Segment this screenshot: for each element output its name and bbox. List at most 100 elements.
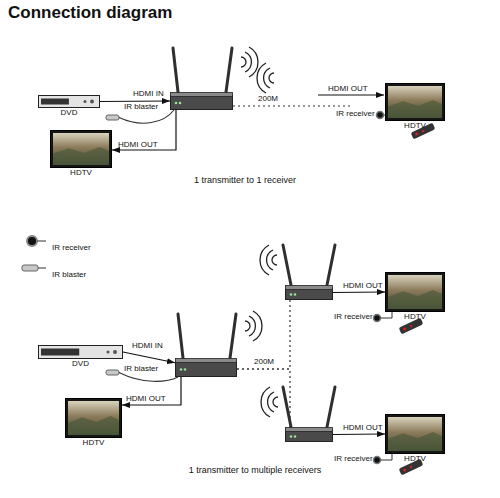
legend-text: IR blaster: [52, 270, 86, 279]
tv-screen: [388, 417, 442, 451]
status-light: [290, 293, 293, 296]
hdtv: HDTV: [50, 130, 112, 168]
screen-scene: [388, 432, 442, 451]
device-label: HDTV: [404, 122, 426, 131]
transmitter: [175, 358, 237, 377]
range-line: [233, 105, 352, 106]
screen-scene: [68, 416, 119, 435]
antenna: [178, 314, 183, 358]
tv-frame: [386, 84, 445, 121]
unit-top: [286, 286, 333, 290]
remote-button: [409, 465, 412, 468]
ir-receiver-eye: [374, 457, 381, 464]
remote-button: [409, 324, 412, 327]
transmitter-shape: [175, 358, 237, 377]
disc-tray: [41, 99, 69, 105]
hdtv: HDTV: [385, 83, 445, 121]
connection-label: HDMI OUT: [126, 395, 166, 404]
dvd-body: [39, 346, 123, 359]
wave-arc: [272, 255, 277, 265]
legend-ir-receiver-icon: [27, 236, 37, 246]
remote-button: [403, 327, 407, 331]
device-caption: HDTV: [404, 312, 426, 322]
cable-label: IR blaster: [124, 103, 158, 112]
signal-waves: [260, 245, 277, 275]
unit-top: [171, 93, 233, 97]
connection-label: HDMI OUT: [343, 424, 383, 433]
sensor-label: IR receiver: [334, 455, 373, 464]
dvd-player-shape: [38, 345, 123, 359]
hdmi-cable: [333, 433, 385, 435]
antenna: [327, 245, 335, 285]
tv-frame: [386, 273, 445, 312]
legend-item: IR blaster: [52, 263, 86, 281]
device-label: DVD: [72, 360, 89, 369]
antenna: [327, 387, 335, 427]
device-label: HDTV: [70, 169, 92, 178]
connection-label: 200M: [254, 358, 274, 367]
device-label: HDTV: [404, 455, 426, 464]
screen-scene: [53, 147, 109, 165]
hdmi-arrow: [318, 94, 384, 95]
receiver: [285, 285, 333, 300]
legend-ir-blaster-icon: [22, 265, 38, 271]
wireless-link: [237, 369, 290, 427]
wave-arc: [245, 321, 250, 331]
ir-blaster-cable: [119, 373, 178, 382]
wave-arc: [260, 245, 269, 275]
legend-icon-cable: [38, 267, 46, 268]
wave-arc: [267, 250, 273, 270]
ir-receiver-eye: [377, 112, 384, 119]
hdtv-shape: [65, 398, 122, 438]
hdtv-shape: [385, 83, 445, 121]
wave-arc: [253, 311, 262, 341]
unit-top: [176, 359, 237, 363]
screen-scene: [388, 290, 442, 309]
device-caption: HDTV: [83, 438, 105, 448]
tv-screen: [68, 401, 119, 435]
hdtv-shape: [385, 414, 445, 454]
device-caption: HDTV: [404, 121, 426, 131]
disc-tray: [41, 349, 79, 356]
signal-waves: [241, 47, 258, 77]
tv-frame: [386, 415, 445, 454]
wave-arc: [273, 397, 278, 407]
signal-waves: [257, 63, 274, 93]
wave-arc: [264, 68, 270, 88]
dvd-button: [107, 351, 110, 354]
dvd-player: DVD: [38, 345, 123, 359]
device-label: DVD: [61, 109, 78, 118]
unit-body: [176, 361, 237, 377]
wave-arc: [257, 63, 266, 93]
dvd-button: [113, 350, 117, 354]
hdmi-cable: [100, 100, 170, 102]
connection-label: HDMI OUT: [118, 141, 158, 150]
wave-arc: [241, 57, 246, 67]
tv-screen: [388, 86, 442, 118]
receiver: [285, 427, 333, 442]
status-light: [180, 368, 183, 371]
ir-blaster-cable: [119, 110, 174, 123]
antenna: [283, 245, 291, 285]
wave-arc: [261, 387, 270, 417]
transmitter: [170, 92, 233, 110]
status-light: [175, 102, 178, 105]
transmitter-shape: [170, 92, 233, 110]
dvd-button: [90, 100, 94, 104]
ir-receiver-cable: [381, 312, 393, 318]
receiver-shape: [285, 285, 333, 300]
sensor-label: IR receiver: [334, 313, 373, 322]
antenna: [226, 48, 232, 92]
connection-label: HDMI OUT: [343, 282, 383, 291]
wireless-link: [237, 300, 290, 369]
signal-waves: [245, 311, 262, 341]
tv-screen: [388, 275, 442, 309]
sensor-label: IR receiver: [336, 110, 375, 119]
hdmi-cable: [112, 110, 176, 150]
device-caption: DVD: [72, 359, 89, 369]
tv-screen: [53, 133, 109, 165]
diagram-title: Connection diagram: [8, 4, 172, 23]
device-label: HDTV: [404, 313, 426, 322]
ir-receiver-eye: [374, 315, 381, 322]
